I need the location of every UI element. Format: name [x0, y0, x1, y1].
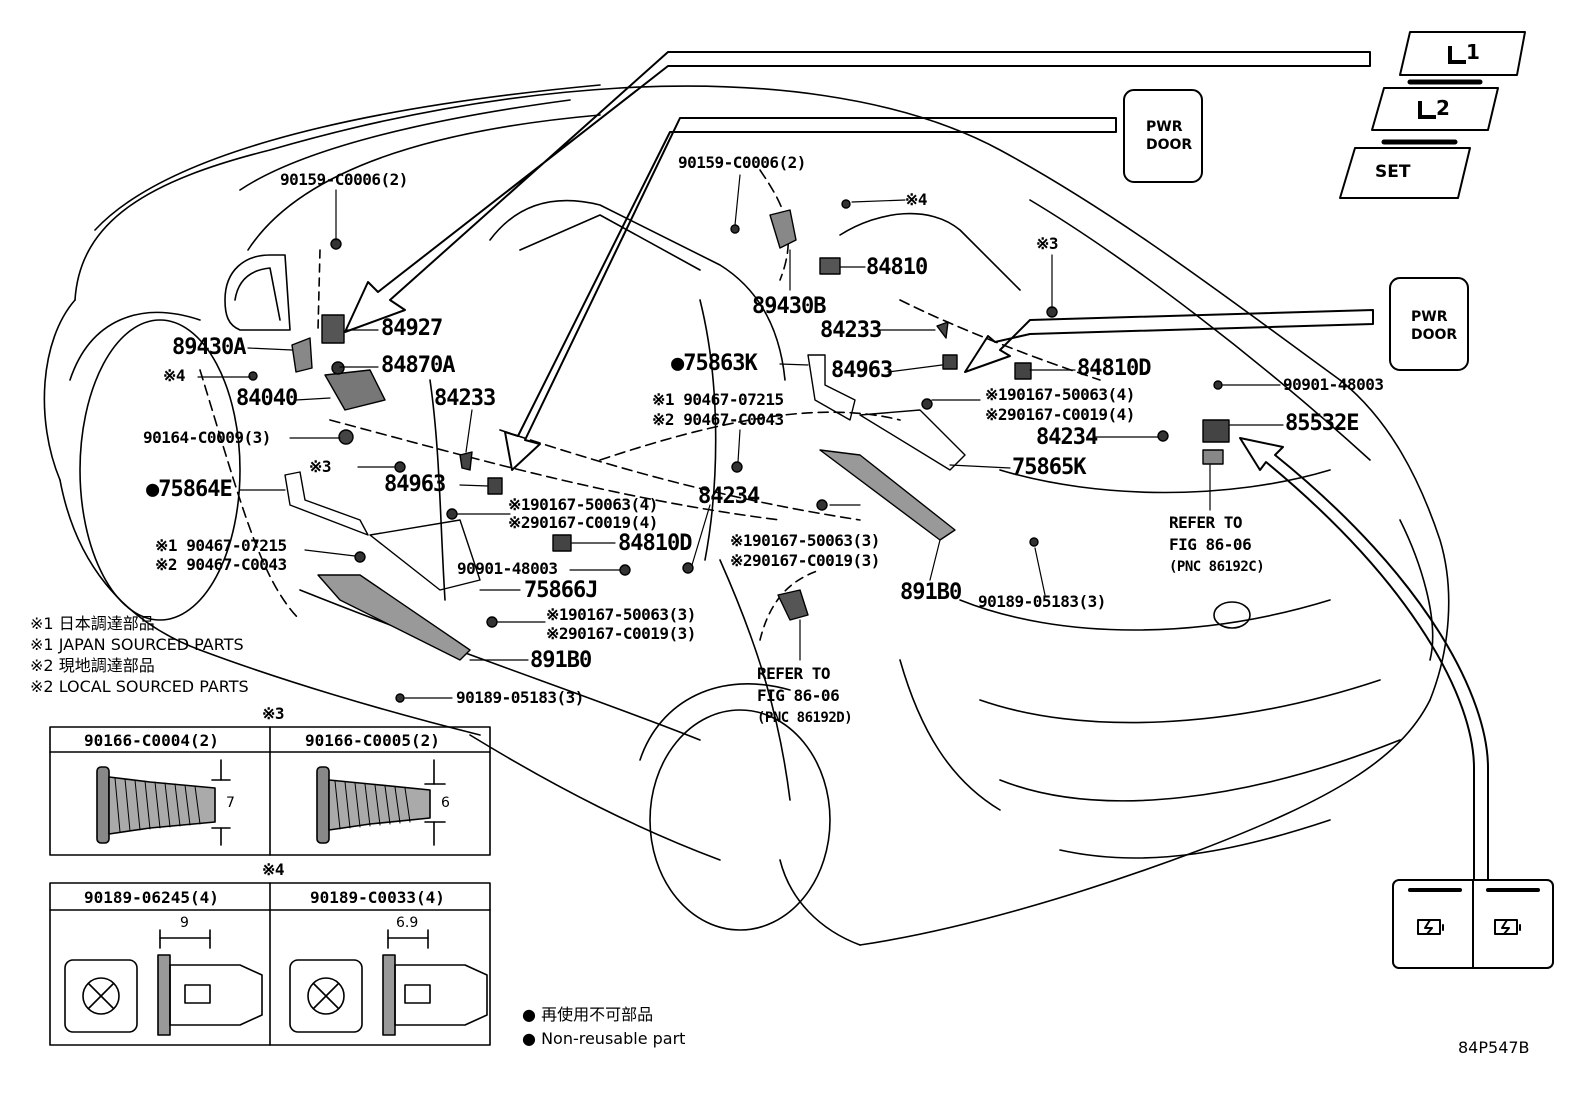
part-84927-shape — [321, 314, 345, 344]
callout-90167-d-alt: ※290167-C0019(4) — [985, 405, 1135, 424]
callout-75865k: 75865K — [1012, 455, 1086, 480]
callout-84963-left: 84963 — [384, 472, 446, 497]
callout-84810d-right: 84810D — [1077, 356, 1151, 381]
part-84810d-b-shape — [1014, 362, 1032, 380]
part-84233-b-shape — [936, 321, 949, 339]
part-85532e-shape — [1202, 419, 1230, 465]
part-75866j-shape — [369, 519, 481, 591]
parts — [248, 199, 1230, 703]
pwr-door-label-1: PWR DOOR — [1146, 119, 1193, 153]
callout-90167-c: ※190167-50063(3) — [546, 605, 696, 624]
callout-84234-right: 84234 — [1036, 425, 1098, 450]
callout-90164-c0009: 90164-C0009(3) — [143, 428, 271, 447]
callout-84810d-left: 84810D — [618, 531, 692, 556]
callout-84233-left: 84233 — [434, 386, 496, 411]
part-891b0-b-shape — [819, 449, 956, 541]
callout-89430a: 89430A — [172, 335, 246, 360]
pwr-door-label-2: PWR DOOR — [1411, 309, 1458, 343]
callout-90467-left: ※1 90467-07215 — [155, 536, 287, 555]
callout-89430b: 89430B — [752, 294, 826, 319]
part-90164-shape — [338, 429, 354, 445]
callout-90167-b-alt: ※290167-C0019(3) — [730, 551, 880, 570]
table-note3-mark: ※3 — [262, 704, 285, 723]
seat-icon-2 — [1418, 101, 1436, 119]
callout-note4-right: ※4 — [905, 190, 928, 209]
part-75864e-shape — [284, 471, 369, 536]
memory-switch-1-label: 1 — [1466, 40, 1480, 64]
callout-75864e: ●75864E — [146, 477, 233, 502]
part-refer-left-shape — [777, 589, 809, 621]
callout-84870a: 84870A — [381, 353, 455, 378]
sourcing-notes: ※1 日本調達部品 ※1 JAPAN SOURCED PARTS ※2 現地調達… — [30, 614, 249, 696]
refer-to-right: REFER TO FIG 86-06 (PNC 86192C) — [1169, 513, 1265, 575]
callout-85532e: 85532E — [1285, 411, 1359, 436]
switch-pwr-door-2 — [1389, 277, 1469, 371]
table-note4 — [49, 882, 491, 1046]
table-note4-dim1: 9 — [180, 915, 189, 931]
part-75863k-shape — [807, 354, 856, 421]
callout-90189-05183-right: 90189-05183(3) — [978, 592, 1106, 611]
callout-90167-c-alt: ※290167-C0019(3) — [546, 624, 696, 643]
memory-switch-2-label: 2 — [1436, 96, 1450, 120]
nonreusable-legend: ● 再使用不可部品 ● Non-reusable part — [522, 1005, 686, 1048]
part-89430b-shape — [769, 209, 797, 249]
part-84870a-shape — [331, 361, 345, 375]
callout-note4-left: ※4 — [163, 366, 186, 385]
callout-75863k: ●75863K — [671, 351, 758, 376]
callout-75866j: 75866J — [524, 578, 598, 603]
table-note4-col1: 90189-06245(4) — [84, 888, 219, 907]
callout-90167-d: ※190167-50063(4) — [985, 385, 1135, 404]
callout-90159-c0006-left: 90159-C0006(2) — [280, 170, 408, 189]
callout-90901-48003-right: 90901-48003 — [1283, 375, 1384, 394]
part-891b0-a-shape — [317, 574, 471, 661]
callout-891b0-left: 891B0 — [530, 648, 592, 673]
vehicle-outline — [43, 84, 1450, 946]
seat-icon-1 — [1448, 46, 1466, 64]
callout-90189-05183-left: 90189-05183(3) — [456, 688, 584, 707]
table-note4-col2: 90189-C0033(4) — [310, 888, 445, 907]
table-note3-col1: 90166-C0004(2) — [84, 731, 219, 750]
callout-90159-c0006-right: 90159-C0006(2) — [678, 153, 806, 172]
callout-84233-right: 84233 — [820, 318, 882, 343]
memory-set-label: SET — [1375, 162, 1411, 182]
callout-84040: 84040 — [236, 386, 298, 411]
callout-90467-right-alt: ※2 90467-C0043 — [652, 410, 784, 429]
callout-90467-left-alt: ※2 90467-C0043 — [155, 555, 287, 574]
callout-90167-a-alt: ※290167-C0019(4) — [508, 513, 658, 532]
table-note3-col2: 90166-C0005(2) — [305, 731, 440, 750]
switch-pwr-door-1 — [1123, 89, 1203, 183]
callout-note3-left: ※3 — [309, 457, 332, 476]
refer-to-left: REFER TO FIG 86-06 (PNC 86192D) — [757, 664, 853, 726]
table-note4-dim2: 6.9 — [396, 915, 419, 931]
figure-id: 84P547B — [1458, 1038, 1530, 1057]
part-89430a-shape — [291, 337, 313, 373]
callout-90901-48003-left: 90901-48003 — [457, 559, 558, 578]
table-note3-dim1: 7 — [226, 795, 235, 811]
part-75865k-shape — [859, 409, 966, 471]
part-84810-shape — [819, 257, 841, 275]
callout-90167-a: ※190167-50063(4) — [508, 495, 658, 514]
callout-891b0-right: 891B0 — [900, 580, 962, 605]
part-84810d-a-shape — [552, 534, 572, 552]
callout-84963-right: 84963 — [831, 358, 893, 383]
table-note3-dim2: 6 — [441, 795, 450, 811]
part-84040-shape — [324, 369, 386, 411]
callout-84927: 84927 — [381, 316, 443, 341]
callout-84810: 84810 — [866, 255, 928, 280]
part-84963-a-shape — [487, 477, 503, 495]
indicator-arrows — [344, 51, 1489, 881]
callout-84234-left: 84234 — [698, 484, 760, 509]
part-84233-a-shape — [459, 451, 473, 471]
switch-panel-battery — [1392, 879, 1554, 969]
table-note4-mark: ※4 — [262, 860, 285, 879]
callout-90167-b: ※190167-50063(3) — [730, 531, 880, 550]
callout-90467-right: ※1 90467-07215 — [652, 390, 784, 409]
part-84963-b-shape — [942, 354, 958, 370]
table-note3 — [49, 726, 491, 856]
leader-lines — [197, 174, 1284, 699]
switch-panel-memory — [1339, 31, 1526, 199]
callout-note3-right: ※3 — [1036, 234, 1059, 253]
